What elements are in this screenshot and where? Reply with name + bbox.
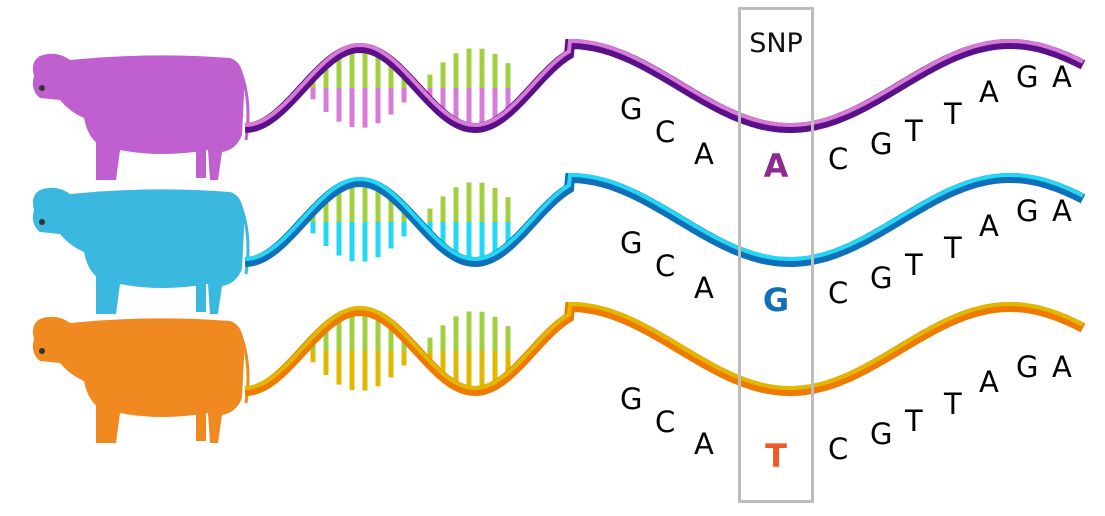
snp-label: SNP	[749, 28, 803, 59]
row-cow-purple	[32, 39, 1086, 180]
base-letter: G	[620, 226, 643, 260]
row-cow-orange	[32, 302, 1086, 443]
base-letter: G	[1016, 194, 1039, 228]
base-letter: G	[1016, 60, 1039, 94]
base-letter: T	[944, 387, 962, 421]
base-letter: A	[694, 137, 714, 171]
dna-strand	[244, 39, 1086, 134]
base-letter: A	[1052, 60, 1072, 94]
base-letter: A	[694, 271, 714, 305]
base-letter: G	[1016, 350, 1039, 384]
base-letter: C	[655, 115, 676, 149]
base-letter: G	[870, 417, 893, 451]
base-letter: T	[905, 404, 923, 438]
base-letter: A	[979, 75, 999, 109]
base-letter: C	[655, 405, 676, 439]
base-letter: C	[828, 432, 849, 466]
dna-strand	[244, 173, 1086, 268]
base-letter: G	[620, 382, 643, 416]
base-letter: T	[905, 114, 923, 148]
cow-icon	[32, 187, 250, 314]
snp-base-letter: G	[762, 281, 790, 319]
row-cow-blue	[32, 173, 1086, 314]
base-letter: G	[870, 127, 893, 161]
base-letter: C	[828, 142, 849, 176]
snp-base-letter: T	[765, 437, 787, 475]
base-letter: G	[620, 92, 643, 126]
snp-highlight-box	[738, 7, 814, 503]
dna-strand	[244, 302, 1086, 397]
base-letter: T	[905, 248, 923, 282]
cow-icon	[32, 316, 250, 443]
base-letter: A	[1052, 350, 1072, 384]
snp-base-letter: A	[763, 147, 789, 185]
base-letter: A	[694, 427, 714, 461]
base-letter: A	[979, 209, 999, 243]
base-letter: C	[655, 249, 676, 283]
base-letter: C	[828, 276, 849, 310]
base-letter: T	[944, 97, 962, 131]
base-letter: A	[979, 365, 999, 399]
base-letter: G	[870, 261, 893, 295]
base-letter: T	[944, 231, 962, 265]
cow-icon	[32, 53, 250, 180]
base-letter: A	[1052, 194, 1072, 228]
